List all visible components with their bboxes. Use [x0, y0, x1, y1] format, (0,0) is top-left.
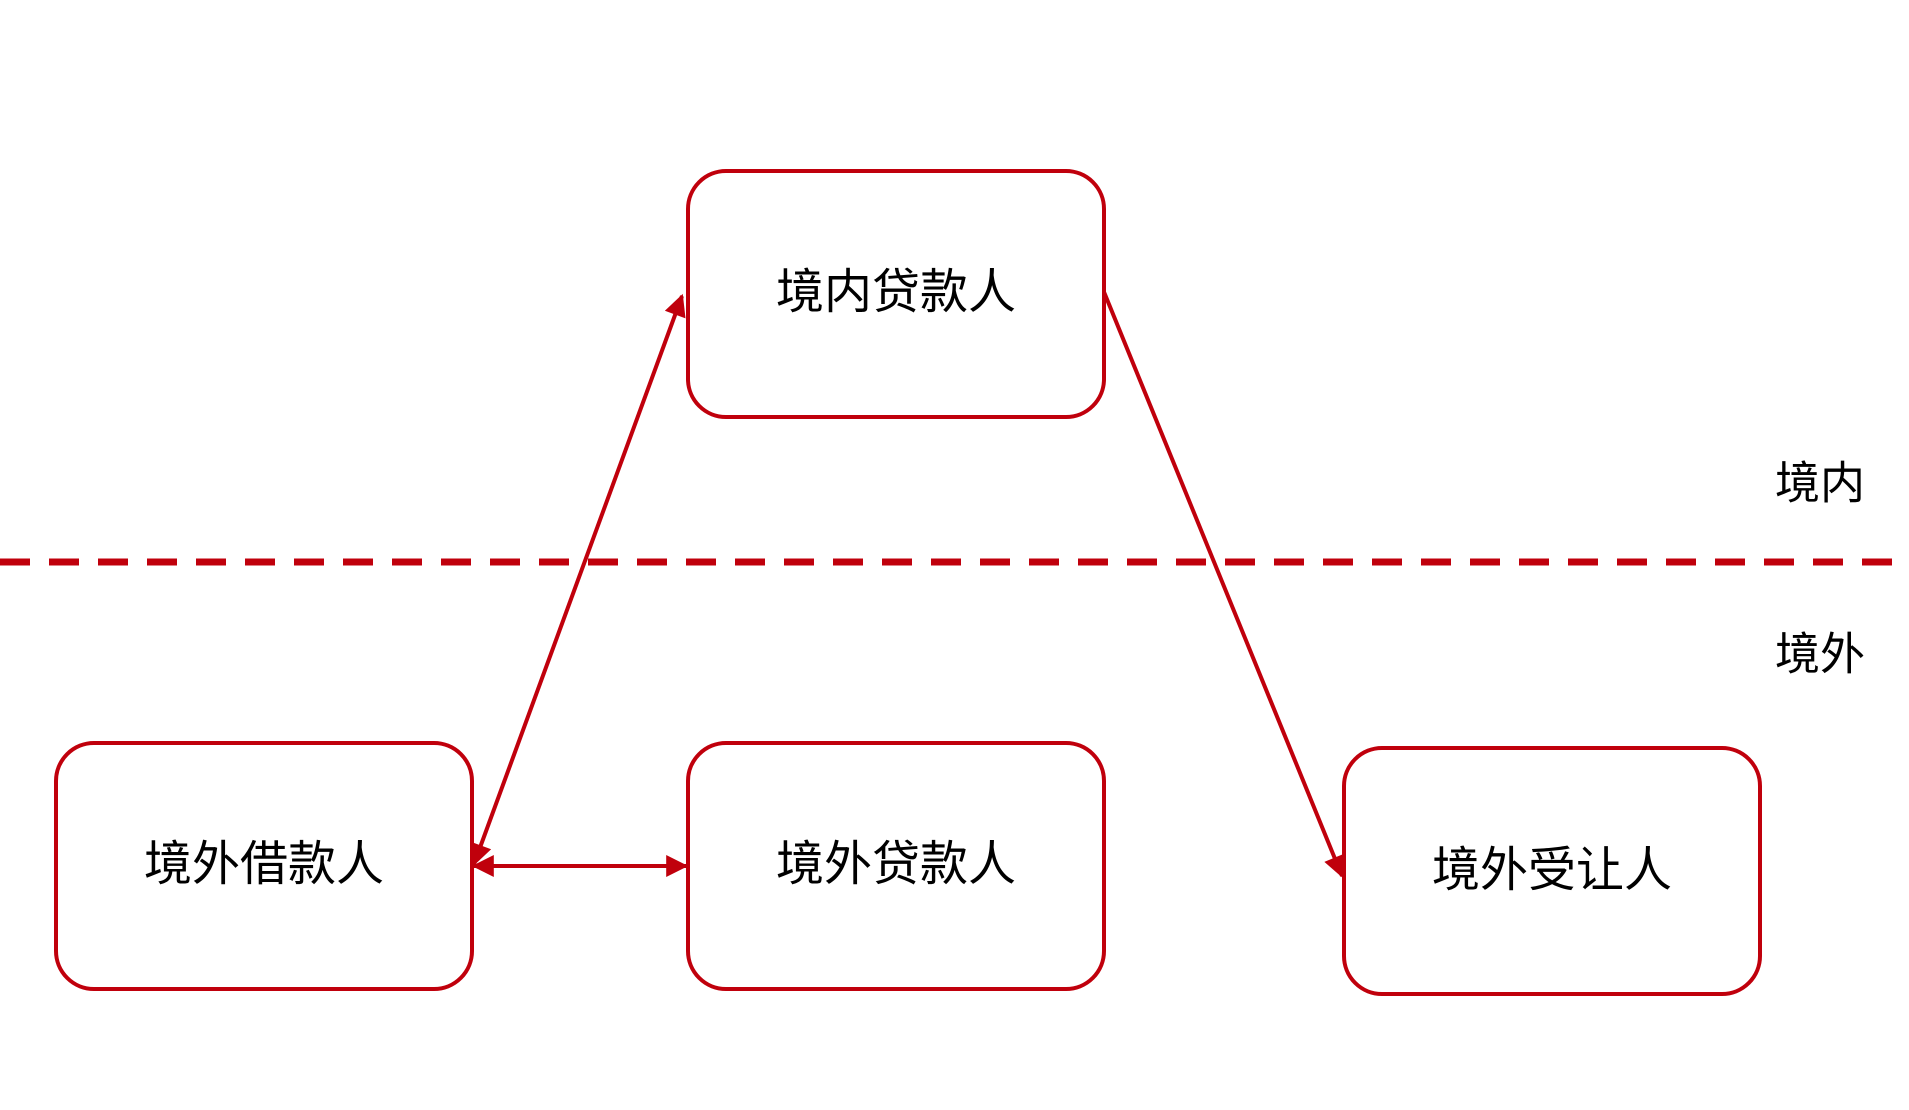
node-label: 境外借款人	[144, 836, 384, 892]
node-box	[686, 169, 1106, 419]
edge-domestic-lender-transferee	[1102, 291, 1345, 879]
node-label: 境外贷款人	[776, 836, 1016, 892]
node-label: 境内贷款人	[776, 264, 1016, 320]
node-overseas-lender: 境外贷款人	[686, 741, 1106, 991]
node-overseas-borrower: 境外借款人	[54, 741, 474, 991]
node-box	[54, 741, 474, 991]
edge-borrower-domestic-lender	[470, 293, 686, 867]
node-overseas-transferee: 境外受让人	[1342, 746, 1762, 996]
zone-label-overseas: 境外	[1775, 628, 1865, 681]
zone-label-domestic: 境内	[1775, 457, 1865, 510]
node-box	[686, 741, 1106, 991]
node-label: 境外受让人	[1432, 842, 1672, 898]
node-domestic-lender: 境内贷款人	[686, 169, 1106, 419]
node-box	[1342, 746, 1762, 996]
